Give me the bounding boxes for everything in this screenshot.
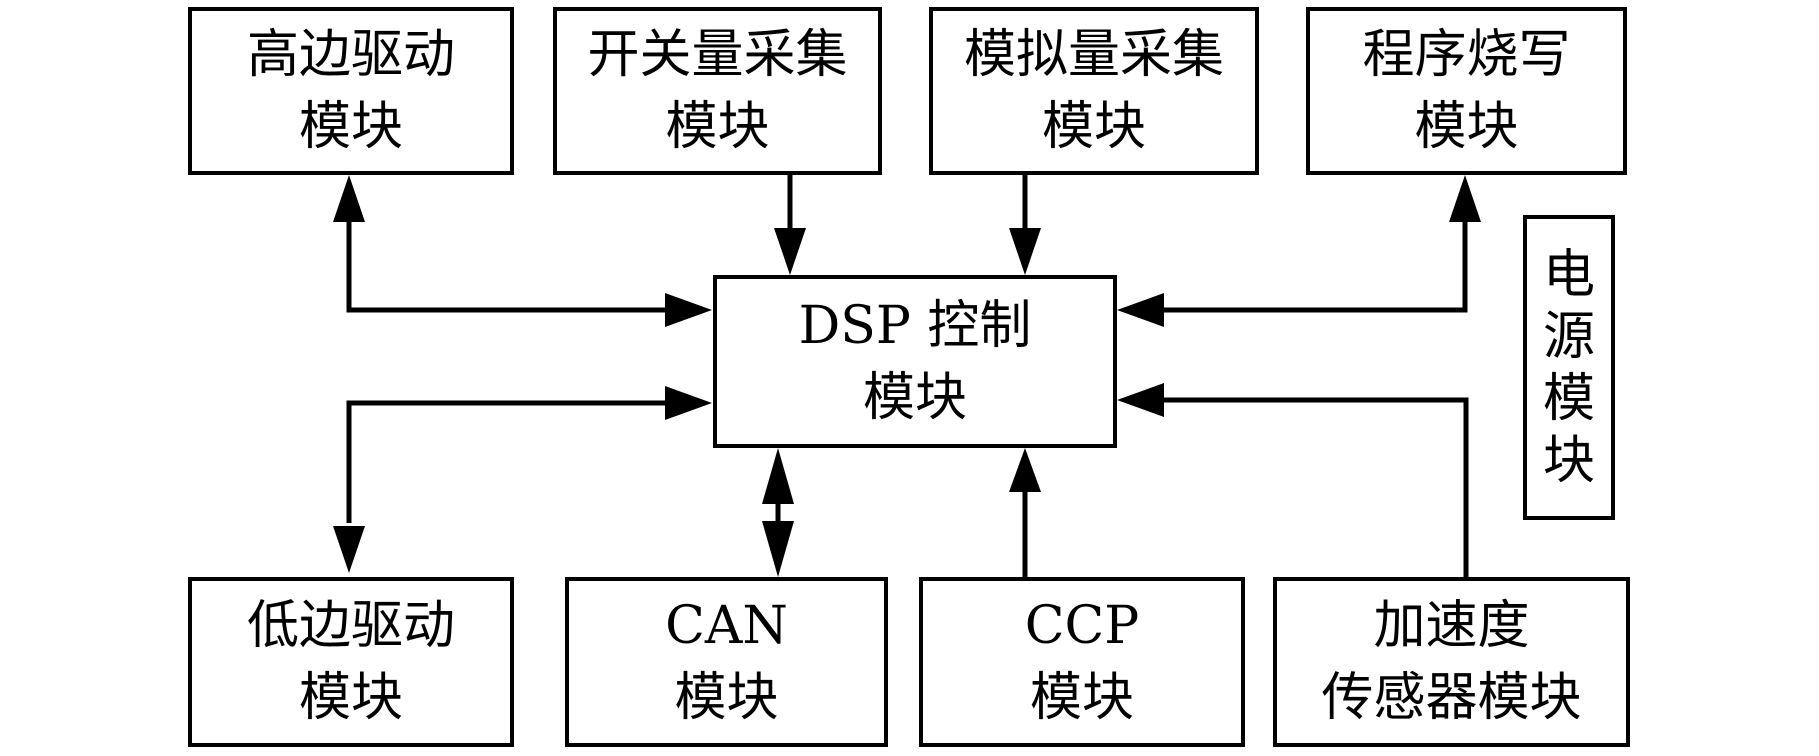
- can-block: CAN 模块: [565, 577, 888, 747]
- wire-low-side-driver: [346, 400, 682, 523]
- wire-high-side-driver: [346, 220, 682, 313]
- analog-acquisition-line2: 模块: [1041, 97, 1146, 157]
- high-side-driver-line2: 模块: [298, 97, 403, 157]
- program-burning-block: 程序烧写 模块: [1306, 7, 1627, 175]
- power-char-4: 块: [1542, 430, 1595, 491]
- program-burning-line2: 模块: [1414, 97, 1519, 157]
- ccp-line1: CCP: [1024, 596, 1140, 656]
- dsp-control-block: DSP 控制 模块: [713, 275, 1117, 448]
- ccp-line2: 模块: [1029, 668, 1134, 728]
- high-side-driver-line1: 高边驱动: [246, 25, 455, 85]
- arrowhead-can-up: [762, 448, 794, 504]
- low-side-driver-line2: 模块: [298, 668, 403, 728]
- low-side-driver-line1: 低边驱动: [246, 596, 455, 656]
- arrowhead-accelerometer-left: [1117, 383, 1164, 417]
- arrowhead-program-burning-up: [1449, 175, 1481, 222]
- arrowhead-low-side-driver-down: [333, 526, 365, 573]
- accelerometer-line2: 传感器模块: [1321, 668, 1582, 728]
- switch-acquisition-block: 开关量采集 模块: [553, 7, 882, 175]
- accelerometer-block: 加速度 传感器模块: [1273, 577, 1630, 747]
- power-block: 电 源 模 块: [1523, 215, 1615, 520]
- analog-acquisition-block: 模拟量采集 模块: [929, 7, 1259, 175]
- arrowhead-can-down: [762, 521, 794, 577]
- switch-acquisition-line1: 开关量采集: [587, 25, 848, 85]
- switch-acquisition-line2: 模块: [665, 97, 770, 157]
- power-char-1: 电: [1542, 244, 1595, 305]
- arrowhead-high-side-driver-right: [665, 293, 712, 327]
- arrowhead-high-side-driver-up: [333, 175, 365, 222]
- wire-accelerometer: [1150, 397, 1469, 577]
- accelerometer-line1: 加速度: [1373, 596, 1530, 656]
- can-line1: CAN: [665, 596, 788, 656]
- arrowhead-ccp-up: [1009, 448, 1041, 492]
- dsp-control-line1: DSP 控制: [798, 295, 1032, 356]
- power-char-3: 模: [1542, 368, 1595, 429]
- power-char-2: 源: [1542, 306, 1595, 367]
- can-line2: 模块: [674, 668, 779, 728]
- ccp-block: CCP 模块: [919, 577, 1245, 747]
- analog-acquisition-line1: 模拟量采集: [963, 25, 1224, 85]
- arrowhead-program-burning-left: [1117, 293, 1164, 327]
- program-burning-line1: 程序烧写: [1362, 25, 1571, 85]
- arrowhead-analog-acquisition-down: [1009, 228, 1041, 275]
- low-side-driver-block: 低边驱动 模块: [188, 577, 514, 747]
- arrowhead-switch-acquisition-down: [774, 228, 806, 275]
- high-side-driver-block: 高边驱动 模块: [188, 7, 514, 175]
- wire-program-burning: [1150, 220, 1468, 313]
- dsp-control-line2: 模块: [862, 367, 967, 428]
- arrowhead-low-side-driver-right: [665, 386, 712, 420]
